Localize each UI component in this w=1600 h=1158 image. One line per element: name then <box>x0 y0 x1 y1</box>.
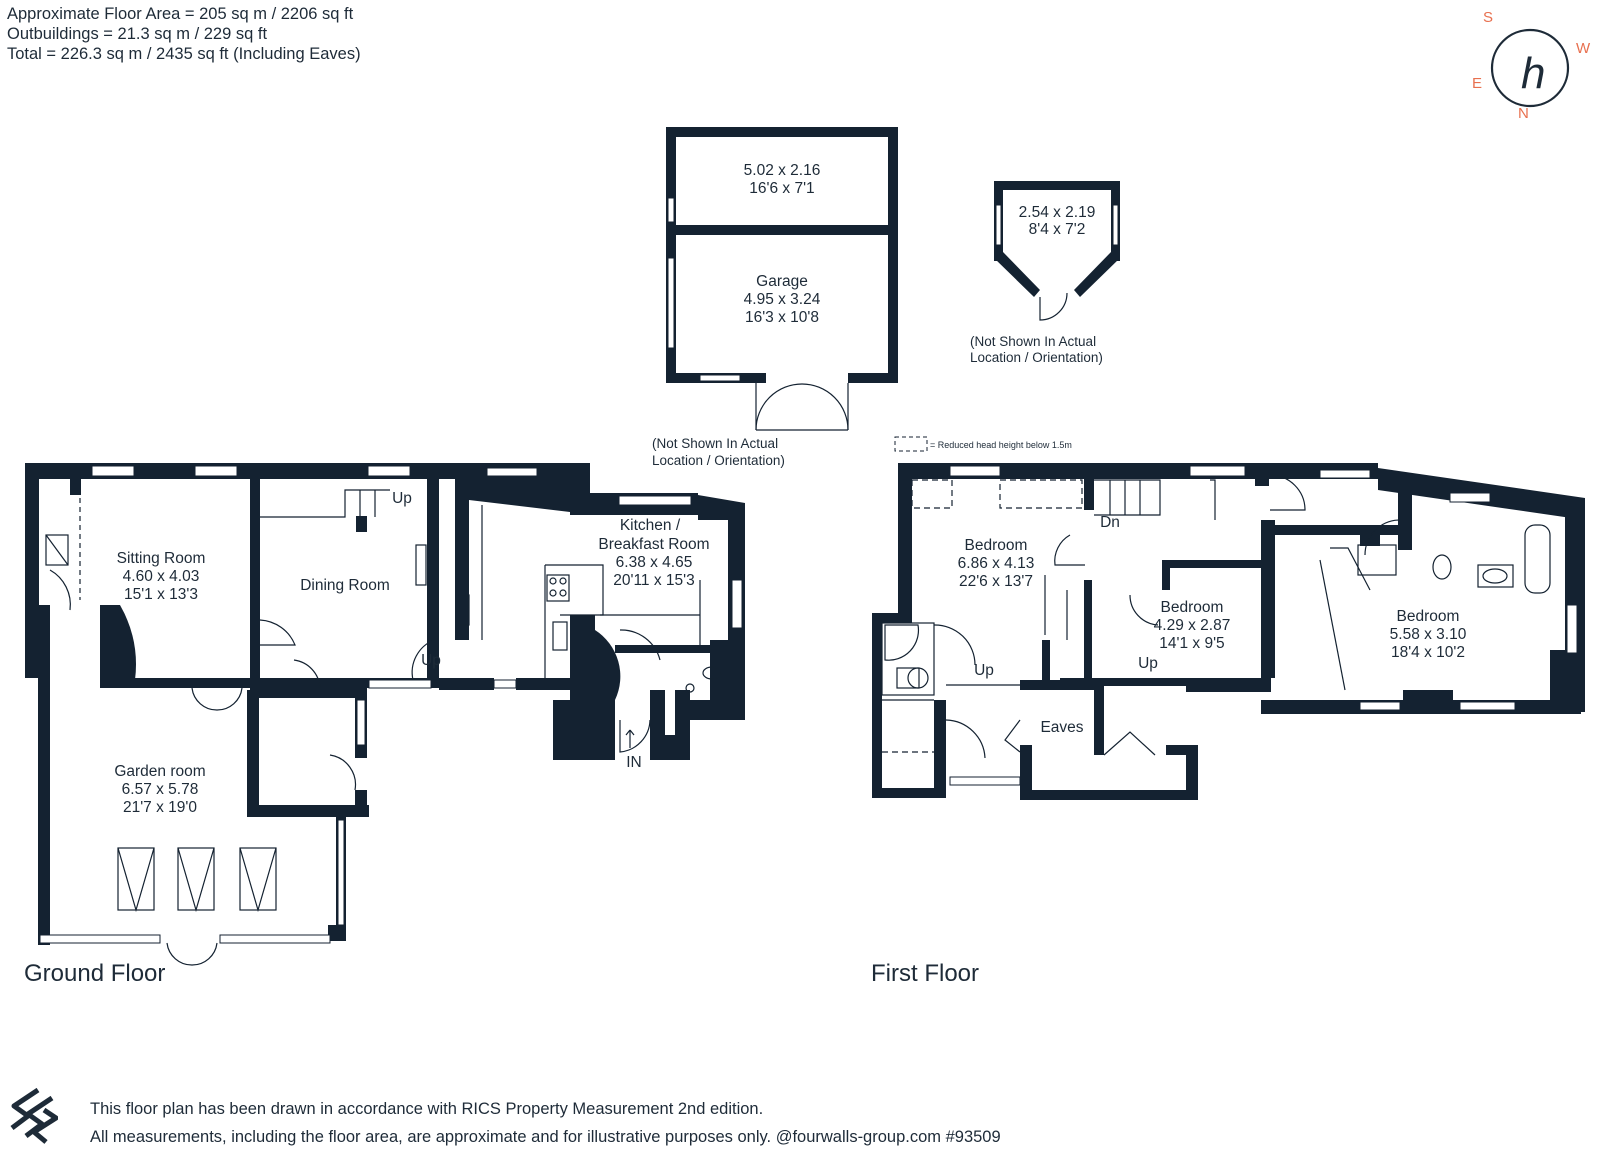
bedroom-1-dim-ft: 22'6 x 13'7 <box>959 573 1033 590</box>
store-dim-m: 5.02 x 2.16 <box>744 162 821 179</box>
summerhouse-walls <box>994 181 1120 297</box>
summer-note-1: (Not Shown In Actual <box>970 334 1096 349</box>
dining-room-name: Dining Room <box>300 577 390 594</box>
fourwalls-logo-icon <box>10 1087 58 1144</box>
garage-dim-ft: 16'3 x 10'8 <box>745 309 819 326</box>
compass-n: N <box>1518 105 1529 122</box>
outbuildings-area-text: Outbuildings = 21.3 sq m / 229 sq ft <box>7 25 268 43</box>
ground-floor-title: Ground Floor <box>24 960 166 987</box>
legend-swatch <box>894 436 928 452</box>
summer-note-2: Location / Orientation) <box>970 350 1103 365</box>
garage-doors <box>755 383 849 431</box>
first-dn-label: Dn <box>1100 514 1120 531</box>
kitchen-dim-m: 6.38 x 4.65 <box>616 554 693 571</box>
bedroom-1-name: Bedroom <box>965 537 1028 554</box>
garage-dim-m: 4.95 x 3.24 <box>744 291 821 308</box>
summer-dim-ft: 8'4 x 7'2 <box>1029 221 1086 238</box>
bedroom-3-dim-ft: 18'4 x 10'2 <box>1391 644 1465 661</box>
garage-note-2: Location / Orientation) <box>652 453 785 468</box>
compass-mark: h <box>1521 49 1545 98</box>
total-area-text: Total = 226.3 sq m / 2435 sq ft (Includi… <box>7 45 361 63</box>
compass-icon: h S W E N <box>1472 9 1591 122</box>
area-summary: Approximate Floor Area = 205 sq m / 2206… <box>7 4 361 64</box>
ground-up-label-2: Up <box>421 652 441 669</box>
summer-dim-m: 2.54 x 2.19 <box>1019 204 1096 221</box>
garage-name: Garage <box>756 273 808 290</box>
floor-area-text: Approximate Floor Area = 205 sq m / 2206… <box>7 5 354 23</box>
bedroom-3-dim-m: 5.58 x 3.10 <box>1390 626 1467 643</box>
bedroom-2-dim-m: 4.29 x 2.87 <box>1154 617 1231 634</box>
compass-s: S <box>1483 9 1493 26</box>
bedroom-2-dim-ft: 14'1 x 9'5 <box>1159 635 1224 652</box>
kitchen-dim-ft: 20'11 x 15'3 <box>613 572 694 589</box>
compass-e: E <box>1472 75 1482 92</box>
garden-room-dim-ft: 21'7 x 19'0 <box>123 799 197 816</box>
first-up-label-2: Up <box>1138 655 1158 672</box>
first-up-label-1: Up <box>974 662 994 679</box>
ground-up-label-1: Up <box>392 490 412 507</box>
kitchen-name-1: Kitchen / <box>620 517 681 534</box>
footer-line-2: All measurements, including the floor ar… <box>90 1128 1001 1146</box>
garden-room-name: Garden room <box>114 763 205 780</box>
sitting-room-name: Sitting Room <box>117 550 206 567</box>
legend-text: = Reduced head height below 1.5m <box>930 440 1072 450</box>
eaves-label: Eaves <box>1040 719 1083 736</box>
kitchen-name-2: Breakfast Room <box>598 536 709 553</box>
footer-line-1: This floor plan has been drawn in accord… <box>90 1100 764 1118</box>
bedroom-2-name: Bedroom <box>1161 599 1224 616</box>
entrance-label: IN <box>626 754 642 771</box>
sitting-room-dim-ft: 15'1 x 13'3 <box>124 586 198 603</box>
garden-room-dim-m: 6.57 x 5.78 <box>122 781 199 798</box>
first-floor-title: First Floor <box>871 960 979 987</box>
garage-note-1: (Not Shown In Actual <box>652 436 778 451</box>
bedroom-3-name: Bedroom <box>1397 608 1460 625</box>
store-dim-ft: 16'6 x 7'1 <box>749 180 814 197</box>
bedroom-1-dim-m: 6.86 x 4.13 <box>958 555 1035 572</box>
sitting-room-dim-m: 4.60 x 4.03 <box>123 568 200 585</box>
compass-w: W <box>1576 40 1591 57</box>
